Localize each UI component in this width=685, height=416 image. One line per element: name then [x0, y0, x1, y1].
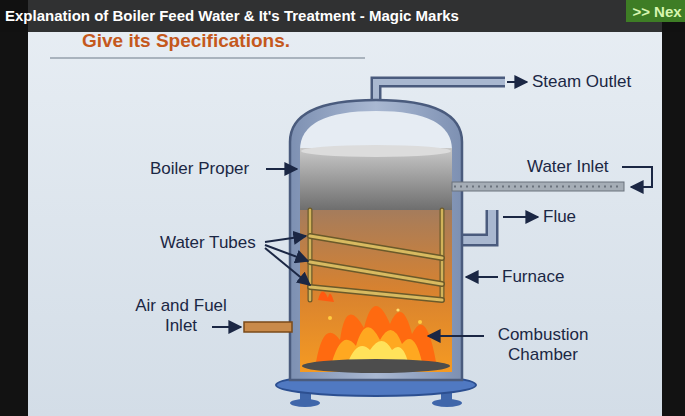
- part-label: Furnace: [502, 267, 564, 287]
- part-label: Steam Outlet: [532, 72, 631, 92]
- part-label: Water Inlet: [527, 157, 609, 177]
- next-button: >> Nex: [626, 0, 685, 22]
- part-label: Flue: [543, 207, 576, 227]
- title-bar: Explanation of Boiler Feed Water & It's …: [0, 0, 685, 32]
- section-heading: Give its Specifications.: [82, 30, 290, 52]
- water-surface: [301, 145, 451, 157]
- water-tubes: [310, 210, 442, 300]
- heading-underline: [50, 57, 365, 59]
- pipe-texture: [454, 186, 622, 188]
- steam-space: [300, 111, 452, 150]
- boiler-drum: [300, 148, 452, 210]
- part-label: Combustion Chamber: [488, 325, 598, 365]
- leader-lines: [212, 82, 652, 336]
- water-inlet-pipe: [452, 182, 624, 191]
- boiler-shell: [290, 100, 462, 380]
- fuel-inlet-pipe: [244, 322, 292, 332]
- part-label: Boiler Proper: [150, 159, 249, 179]
- button-label: >> Nex: [632, 3, 681, 20]
- part-label: Water Tubes: [160, 233, 256, 253]
- boiler-foot: [432, 399, 462, 407]
- flames: [316, 291, 436, 362]
- letterbox-left: [0, 0, 28, 416]
- burner-grate: [302, 359, 450, 373]
- part-label: Air and Fuel Inlet: [122, 296, 240, 336]
- boiler-foot: [290, 399, 320, 407]
- furnace-space: [300, 210, 452, 372]
- letterbox-right: [662, 0, 685, 416]
- video-title: Explanation of Boiler Feed Water & It's …: [5, 7, 459, 24]
